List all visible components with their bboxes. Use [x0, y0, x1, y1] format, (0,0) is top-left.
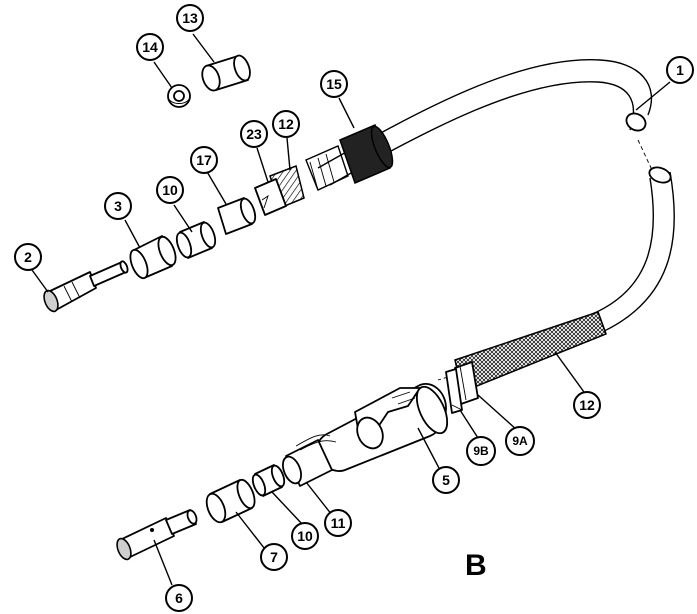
cable-upper-section — [317, 59, 653, 186]
callout-15: 15 — [320, 70, 348, 98]
svg-text:6: 6 — [175, 590, 183, 606]
svg-text:12: 12 — [278, 116, 294, 132]
callout-7: 7 — [260, 543, 288, 571]
svg-text:10: 10 — [297, 528, 313, 544]
callout-13: 13 — [176, 4, 204, 32]
svg-text:15: 15 — [326, 76, 342, 92]
part-10-diffuser-upper — [175, 221, 217, 259]
svg-text:3: 3 — [114, 198, 122, 214]
svg-text:2: 2 — [24, 249, 32, 265]
svg-text:1: 1 — [676, 62, 684, 78]
part-11-insulator-lower — [282, 434, 337, 487]
clamp-9b — [445, 368, 463, 414]
part-7-nozzle-lower — [205, 478, 256, 524]
callout-10-upper: 10 — [156, 176, 184, 204]
svg-text:5: 5 — [442, 472, 450, 488]
part-23-cable-sleeve — [254, 178, 287, 216]
callout-2: 2 — [14, 243, 42, 271]
clamp-dash-line — [437, 376, 449, 381]
callout-3: 3 — [104, 192, 132, 220]
svg-text:13: 13 — [182, 10, 198, 26]
part-15-ferrule — [339, 123, 394, 185]
handle-body — [316, 382, 449, 472]
part-14-seal-ring — [167, 84, 191, 108]
callout-12-lower: 12 — [573, 391, 601, 419]
callout-14: 14 — [136, 33, 164, 61]
callout-9b: 9B — [466, 436, 496, 466]
svg-text:7: 7 — [270, 549, 278, 565]
part-6-contact-tip-lower — [116, 509, 198, 561]
svg-text:9B: 9B — [473, 444, 489, 458]
svg-text:17: 17 — [196, 152, 212, 168]
callout-9a: 9A — [505, 426, 535, 456]
svg-text:23: 23 — [246, 126, 262, 142]
callout-17: 17 — [190, 146, 218, 174]
callout-5: 5 — [432, 466, 460, 494]
cable-lower-section — [589, 166, 675, 334]
cable-break-line — [637, 139, 653, 171]
svg-text:12: 12 — [579, 397, 595, 413]
section-letter: B — [465, 549, 487, 582]
callout-1: 1 — [666, 56, 694, 84]
svg-text:14: 14 — [142, 39, 158, 55]
part-13-nozzle-insulator — [201, 54, 251, 92]
spring-guard-lower — [454, 311, 607, 394]
leader-lines — [31, 33, 671, 586]
svg-text:11: 11 — [331, 515, 346, 531]
part-3-nozzle — [129, 235, 177, 280]
part-17-insulator — [217, 197, 257, 235]
part-10-diffuser-lower — [251, 464, 286, 497]
svg-text:9A: 9A — [512, 434, 528, 448]
part-2-contact-tip — [43, 260, 129, 313]
callout-11: 11 — [324, 509, 352, 537]
callout-10-lower: 10 — [291, 522, 319, 550]
callout-6: 6 — [165, 584, 193, 612]
callout-12-upper: 12 — [272, 110, 300, 138]
svg-text:10: 10 — [162, 182, 178, 198]
callout-23: 23 — [240, 120, 268, 148]
